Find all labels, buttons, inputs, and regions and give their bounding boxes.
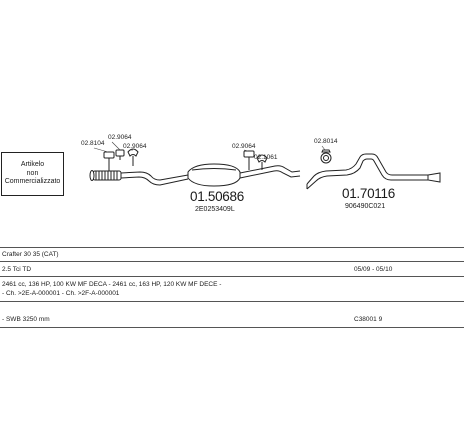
vehicle-model: Crafter 30 35 (CAT) [2,251,59,258]
ref-label-4: 02.9064 [232,143,256,150]
part-number-1: 01.50686 [190,189,244,204]
ref-label-3: 02.9064 [123,143,147,150]
front-pipe-inner [120,176,189,186]
wheelbase: - SWB 3250 mm [2,316,50,323]
mid-pipe-inner [239,170,301,179]
flex-pipe [89,170,122,181]
engine-specs: 2461 cc, 136 HP, 100 KW MF DECA - 2461 c… [2,281,222,288]
mid-pipe [239,165,301,174]
catalog-code: C38001 9 [354,316,383,323]
divider-3 [0,276,464,277]
hanger-1 [103,151,115,171]
oem-number-2: 906490C021 [345,203,386,210]
tail-pipe [306,153,441,190]
leader-lines [93,141,326,153]
divider-5 [0,327,464,328]
ref-label-6: 02.8014 [314,138,338,145]
front-pipe [120,171,189,181]
note-line-3: Commercializzato [4,178,61,186]
note-line-2: non [26,169,39,177]
production-years: 05/09 - 05/10 [354,266,393,273]
engine-type: 2.5 Tci TD [2,266,32,273]
hanger-5 [256,154,268,170]
note-line-1: Artikelo [20,161,45,169]
ref-label-2: 02.9064 [108,134,132,141]
center-muffler [187,163,241,187]
hanger-4 [243,150,255,170]
divider-2 [0,261,464,262]
ref-label-5: 02.1061 [254,154,278,161]
not-commercialized-note: Artikelo non Commercializzato [1,152,64,196]
oem-number-1: 2E0253409L [195,206,235,213]
clamp-6 [320,149,332,164]
hanger-2 [115,149,125,160]
divider-1 [0,247,464,248]
part-number-2: 01.70116 [342,186,395,201]
hanger-3 [127,148,139,166]
divider-4 [0,301,464,302]
ref-label-1: 02.8104 [81,140,105,147]
chassis-range: - Ch. >2E-A-000001 - Ch. >2F-A-000001 [2,290,120,297]
